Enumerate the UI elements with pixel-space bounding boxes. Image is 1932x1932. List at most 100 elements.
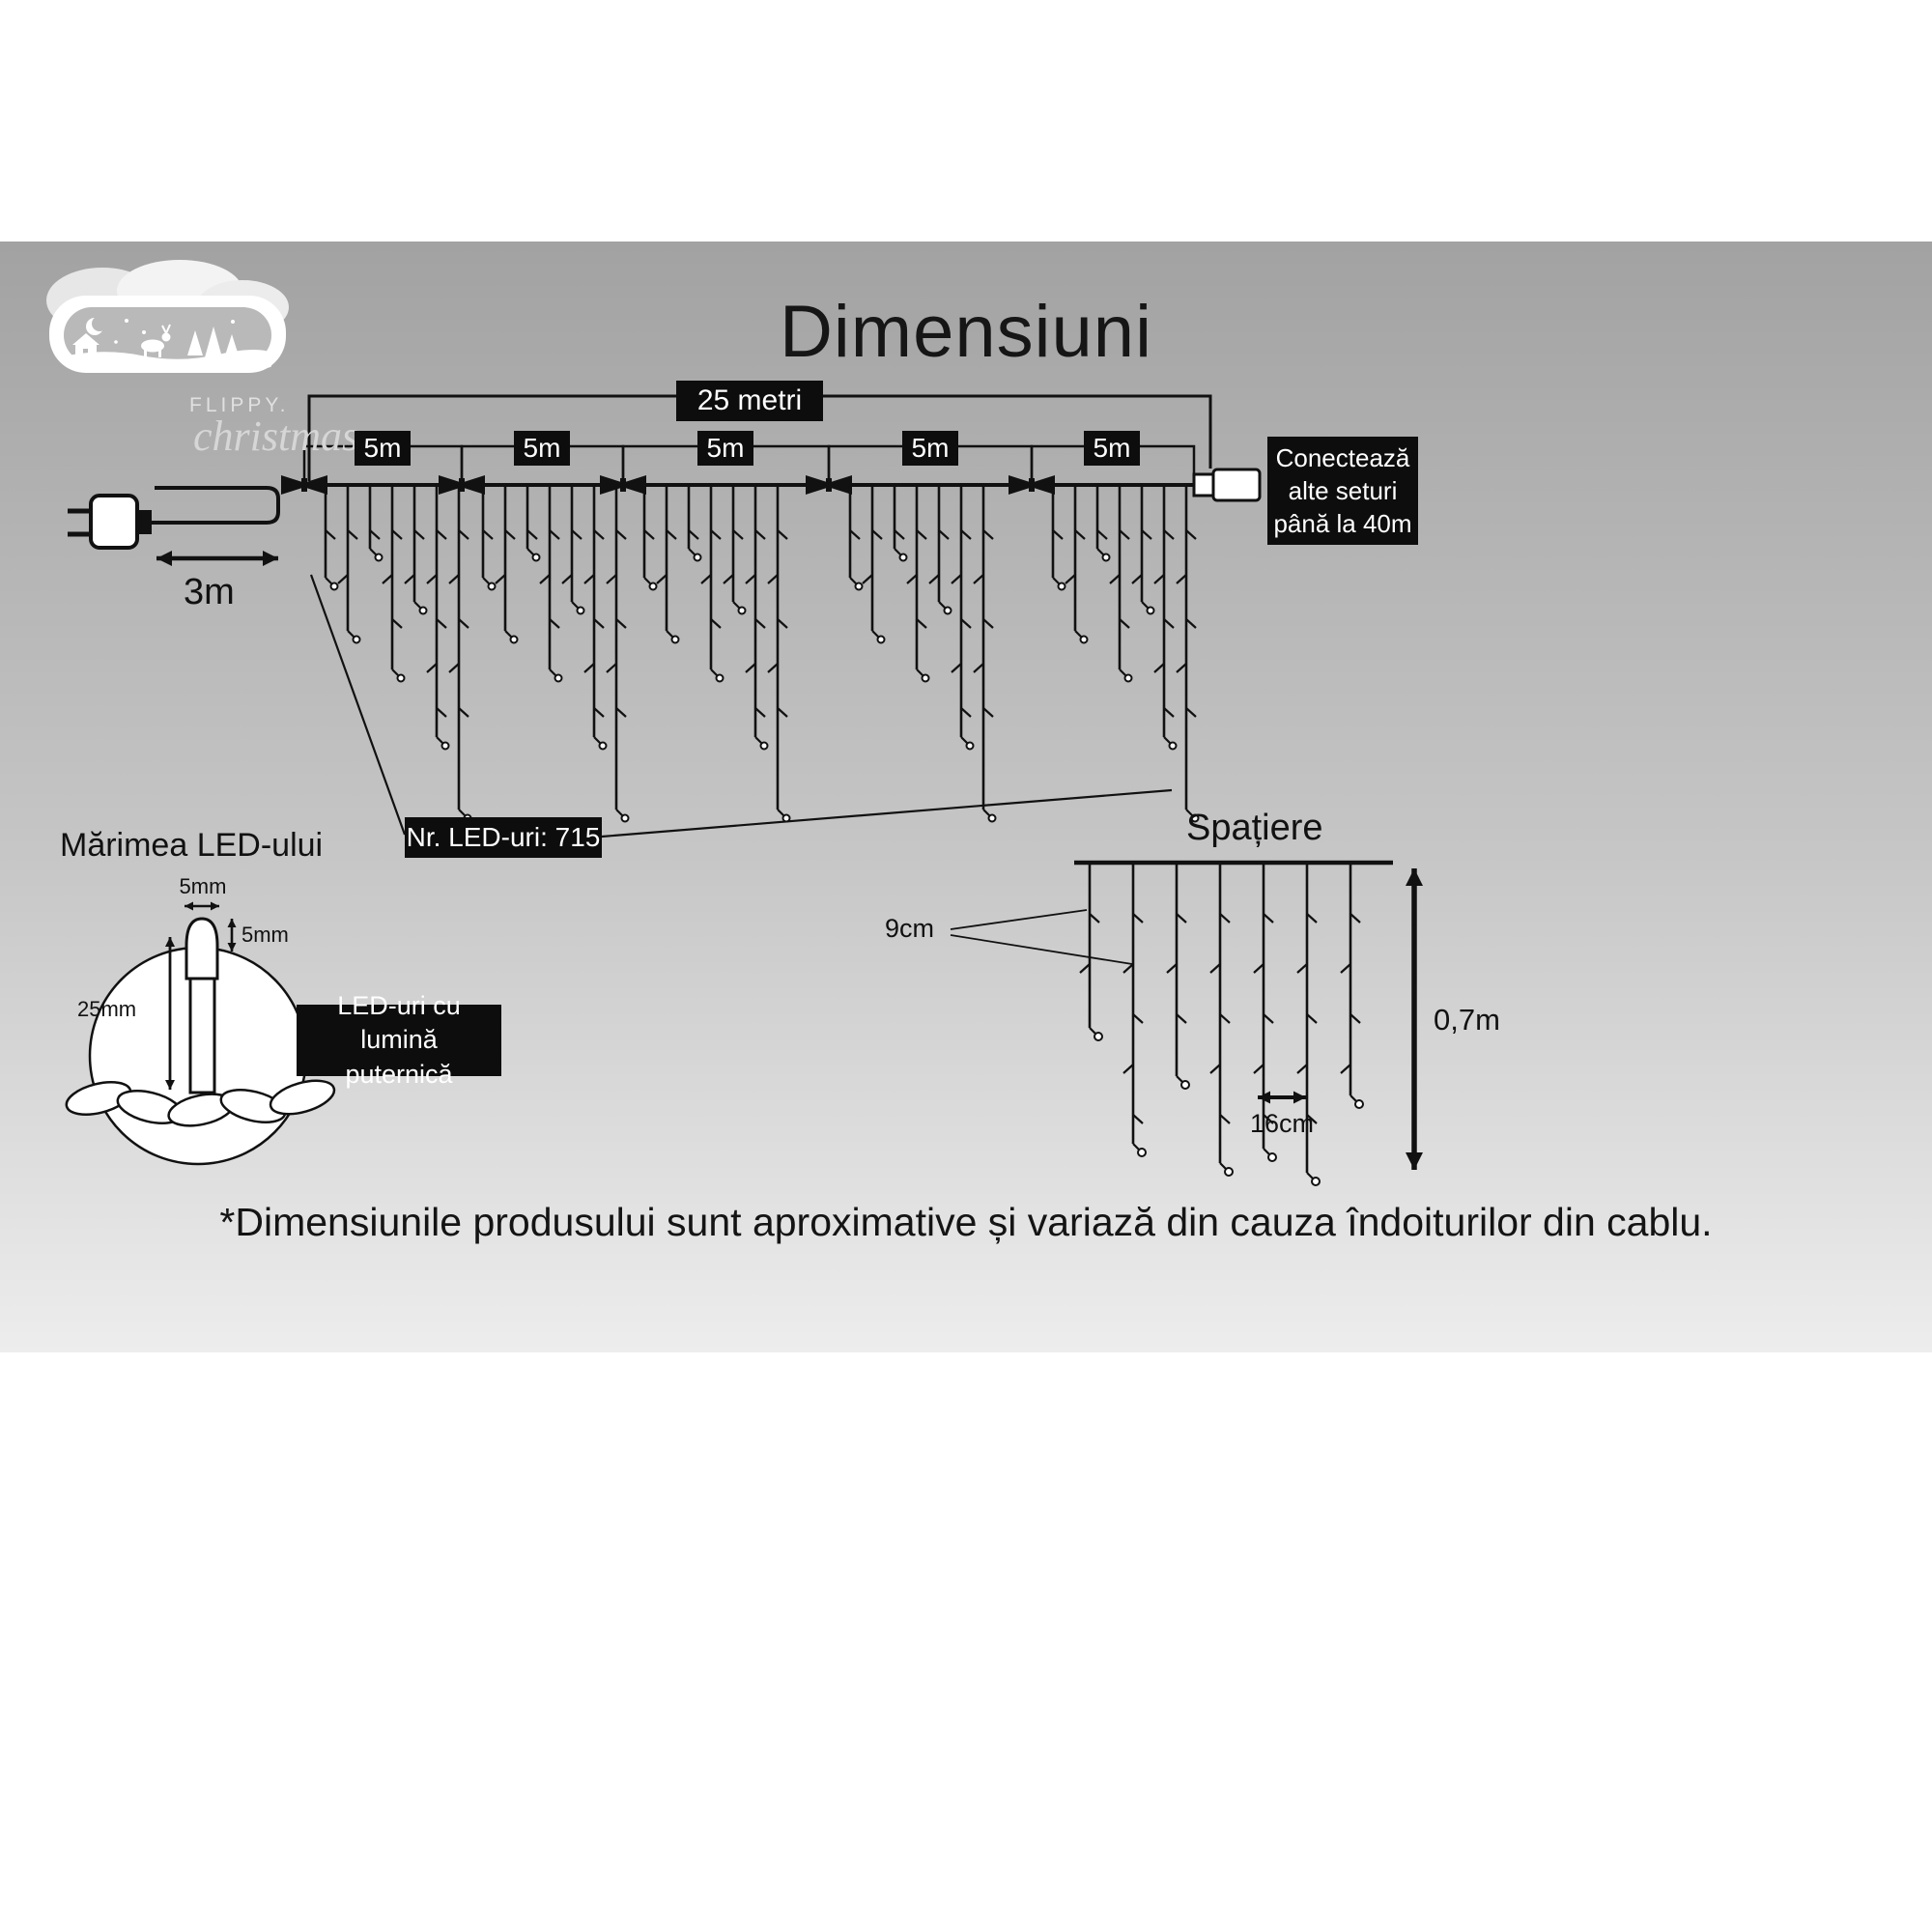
icicle-drop — [337, 486, 361, 644]
drop-gap-label: 16cm — [1250, 1109, 1315, 1138]
logo-sub-text: christmas — [193, 412, 359, 460]
curtain-height-label: 0,7m — [1434, 1003, 1500, 1037]
icicle-drop — [906, 486, 930, 683]
segment-length-text: 5m — [363, 433, 402, 463]
segment-length-label-1: 5m — [355, 431, 411, 466]
logo-stars-icon — [114, 319, 235, 344]
measure-arrows — [156, 551, 1423, 1170]
segment-length-label-4: 5m — [902, 431, 958, 466]
led-note-line: LED-uri cu lumină — [337, 991, 461, 1055]
icicle-drop — [1153, 486, 1178, 751]
icicle-drop — [1131, 486, 1155, 615]
icicle-drop — [481, 486, 497, 591]
bulb-length-label: 25mm — [77, 997, 137, 1021]
icicle-drop — [642, 486, 658, 591]
led-magnifier — [65, 917, 336, 1166]
led-count-label: Nr. LED-uri: 715 — [405, 817, 602, 858]
segment-length-label-5: 5m — [1084, 431, 1140, 466]
measure-arrow — [165, 937, 175, 1090]
logo-trees-icon — [187, 327, 239, 357]
logo-deer-icon — [141, 324, 171, 357]
icicle-drop — [1051, 486, 1066, 591]
lead-length-label: 3m — [184, 572, 235, 612]
segment-length-text: 5m — [1093, 433, 1131, 463]
icicle-drop — [745, 486, 769, 751]
icicle-drop — [495, 486, 519, 644]
icicle-drop — [656, 486, 680, 644]
icicle-drop — [324, 486, 339, 591]
icicle-drop — [448, 486, 472, 823]
icicle-drop — [1095, 486, 1111, 562]
cable-braid-icon — [65, 1079, 336, 1127]
total-length-text: 25 metri — [696, 384, 803, 416]
icicle-drop — [606, 486, 630, 823]
led-gap-label: 9cm — [885, 914, 935, 943]
led-count-pointer-left — [309, 574, 407, 836]
icicle-drop — [687, 486, 702, 562]
logo-ground-icon — [64, 349, 271, 369]
icicle-drop — [368, 486, 384, 562]
lead-cable — [152, 486, 280, 525]
led-body-icon — [188, 977, 216, 1094]
spacing-heading: Spațiere — [1186, 808, 1323, 848]
measure-arrow — [1258, 1091, 1306, 1104]
segment-length-text: 5m — [911, 433, 950, 463]
icicle-drop — [404, 486, 428, 615]
icicle-drop — [767, 486, 791, 823]
icicle-drop — [928, 486, 952, 615]
icicle-drop — [1253, 864, 1277, 1162]
led-note-line: puternică — [345, 1059, 453, 1089]
icicle-drop — [700, 486, 724, 683]
led-gap-pointer-1 — [950, 909, 1088, 930]
end-connector-icon — [1192, 468, 1262, 502]
segment-length-label-2: 5m — [514, 431, 570, 466]
icicle-drop — [973, 486, 997, 823]
icicle-drop — [382, 486, 406, 683]
measure-arrow — [227, 919, 237, 952]
icicle-drop — [583, 486, 608, 751]
total-length-label: 25 metri — [676, 381, 823, 421]
connect-note: Conectează alte seturi până la 40m — [1267, 437, 1418, 545]
icicle-drop — [1209, 864, 1234, 1177]
icicle-drop — [848, 486, 864, 591]
led-size-heading: Mărimea LED-ului — [60, 827, 324, 864]
icicle-drop — [426, 486, 450, 751]
icicle-drop — [1122, 864, 1147, 1157]
measure-arrow — [185, 901, 219, 911]
spacing-icicle-drops — [1079, 864, 1364, 1186]
icicle-drop — [1340, 864, 1364, 1109]
segment-length-text: 5m — [706, 433, 745, 463]
icicle-drop — [1166, 864, 1190, 1090]
bulb-height-label: 5mm — [242, 923, 289, 947]
led-brightness-note: LED-uri cu lumină puternică — [297, 991, 501, 1089]
wire-connectors — [281, 475, 1055, 495]
led-bulb-icon — [185, 917, 219, 980]
bulb-width-label: 5mm — [179, 874, 227, 898]
icicle-drop — [723, 486, 747, 615]
connect-note-line: Conectează — [1275, 442, 1410, 472]
icicle-drop — [1079, 864, 1103, 1041]
logo-brand-text: FLIPPY. — [189, 394, 290, 416]
connect-note-line: până la 40m — [1273, 509, 1412, 539]
icicle-drop — [561, 486, 585, 615]
led-count-pointer-right — [601, 788, 1173, 838]
footnote: *Dimensiunile produsului sunt aproximati… — [219, 1200, 1713, 1244]
logo-cloud-icon — [46, 260, 289, 373]
icicle-drop — [539, 486, 563, 683]
icicle-drop — [1176, 486, 1200, 823]
measure-arrow — [156, 551, 278, 566]
icicle-drop — [893, 486, 908, 562]
icicle-drop — [862, 486, 886, 644]
connect-note-line: alte seturi — [1288, 475, 1398, 505]
icicle-drop — [1296, 864, 1321, 1186]
segment-length-label-3: 5m — [697, 431, 753, 466]
icicle-drop — [951, 486, 975, 751]
main-icicle-drops — [324, 486, 1200, 823]
icicle-drop — [1065, 486, 1089, 644]
background-band — [0, 242, 1932, 1352]
icicle-drop — [526, 486, 541, 562]
measure-arrow — [1406, 868, 1423, 1170]
led-gap-pointer-2 — [950, 934, 1133, 965]
